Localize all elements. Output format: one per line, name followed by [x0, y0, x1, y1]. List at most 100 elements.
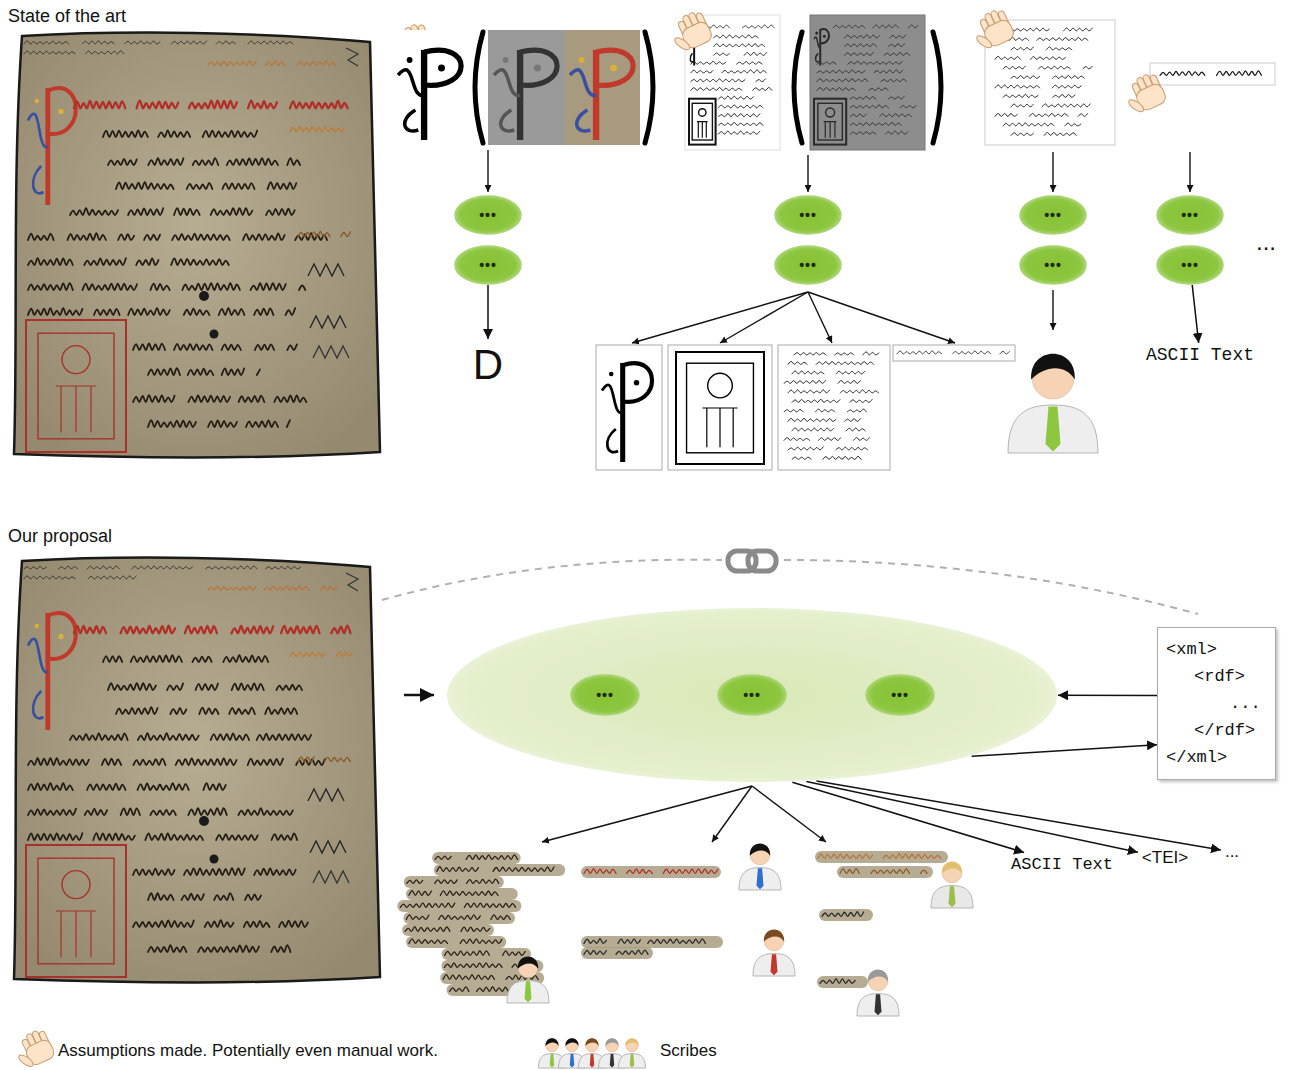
script-stroke [167, 683, 183, 690]
script-stroke [70, 733, 128, 740]
script-stroke [818, 854, 872, 858]
crop-ground [815, 851, 948, 863]
script-stroke [184, 309, 210, 315]
script-stroke [137, 783, 188, 790]
initial-swirl [33, 166, 43, 193]
script-stroke [287, 344, 297, 350]
script-stroke [187, 183, 213, 189]
legend-text: Assumptions made. Potentially even manua… [58, 1041, 438, 1061]
script-stroke [493, 867, 554, 871]
script-stroke [1217, 71, 1262, 75]
script-stroke [28, 283, 73, 290]
script-stroke [817, 88, 855, 91]
scribe-crop [817, 976, 868, 988]
thumbnail-ground [565, 30, 640, 145]
picture-frame [26, 320, 126, 452]
script-stroke [290, 101, 348, 108]
bracket [933, 32, 941, 143]
scribe-body [857, 994, 899, 1016]
script-stroke [239, 396, 265, 402]
script-stroke [792, 399, 840, 402]
output-arrow [808, 292, 955, 343]
link-line [784, 560, 1198, 614]
script-stroke [131, 655, 182, 662]
script-stroke [254, 868, 296, 875]
picture-face [699, 109, 706, 116]
script-stroke [691, 79, 745, 82]
script-stroke [336, 652, 352, 657]
script-stroke [193, 158, 219, 165]
script-stroke [189, 101, 237, 109]
script-stroke [788, 447, 823, 450]
script-stroke [1078, 114, 1088, 117]
script-stroke [268, 182, 297, 189]
node-text: <rdf> [1194, 663, 1261, 690]
scribble [308, 264, 344, 276]
script-stroke [222, 344, 241, 350]
process-ellipse: ••• [774, 245, 842, 285]
script-stroke [24, 576, 75, 579]
script-stroke [286, 308, 296, 315]
script-stroke [287, 158, 300, 165]
script-stroke [445, 951, 490, 956]
script-stroke [148, 420, 196, 427]
initial-swirl [814, 37, 820, 47]
script-stroke [28, 758, 89, 765]
script-stroke [208, 420, 237, 427]
script-stroke [407, 880, 423, 883]
line-crop [1150, 63, 1275, 85]
script-stroke [1052, 75, 1084, 78]
script-stroke [128, 208, 163, 215]
script-stroke [128, 308, 170, 315]
script-stroke [869, 88, 888, 91]
script-stroke [28, 809, 76, 815]
scribe-tie [590, 1054, 595, 1068]
script-stroke [818, 438, 840, 441]
picture-frame [689, 99, 716, 145]
script-stroke [744, 52, 766, 55]
node-text: ••• [891, 687, 909, 703]
script-stroke [461, 927, 490, 931]
script-stroke [206, 566, 257, 569]
hand-icon [10, 1027, 57, 1070]
script-stroke [28, 308, 82, 315]
output-arrow [720, 292, 808, 343]
script-stroke [1065, 123, 1081, 126]
ellipse-shape [1020, 246, 1086, 284]
script-stroke [74, 626, 106, 633]
script-stroke [850, 132, 876, 134]
output-text: ASCII Text [1142, 343, 1258, 367]
script-stroke [850, 114, 866, 117]
link-line [382, 560, 722, 600]
parchment [14, 33, 380, 458]
connector [817, 781, 1221, 850]
bracket [794, 32, 802, 143]
process-ellipse: ••• [570, 674, 640, 716]
crop-ground [581, 866, 721, 878]
script-stroke [290, 126, 344, 131]
script-stroke [158, 130, 190, 137]
crop-ground [404, 876, 504, 888]
script-stroke [1030, 57, 1065, 60]
initial-letter [28, 88, 76, 205]
input-arrow [1052, 152, 1053, 192]
script-stroke [871, 869, 909, 874]
segmentation-outputs [596, 345, 1015, 470]
initial-swirl [602, 385, 623, 413]
script-stroke [435, 880, 457, 884]
scribe-hair [565, 1038, 578, 1046]
script-stroke [118, 234, 134, 240]
scribe-crop [434, 864, 565, 876]
script-stroke [196, 684, 218, 691]
node-text: D [473, 341, 503, 389]
script-stroke [836, 447, 868, 450]
script-stroke [995, 56, 1021, 59]
ellipse-shape [455, 246, 521, 284]
initial-letter [398, 50, 461, 140]
script-stroke [820, 979, 855, 984]
script-stroke [133, 344, 165, 351]
script-stroke [265, 707, 297, 714]
script-stroke [888, 96, 904, 99]
script-stroke [1000, 351, 1010, 354]
miniature-picture [676, 352, 764, 464]
